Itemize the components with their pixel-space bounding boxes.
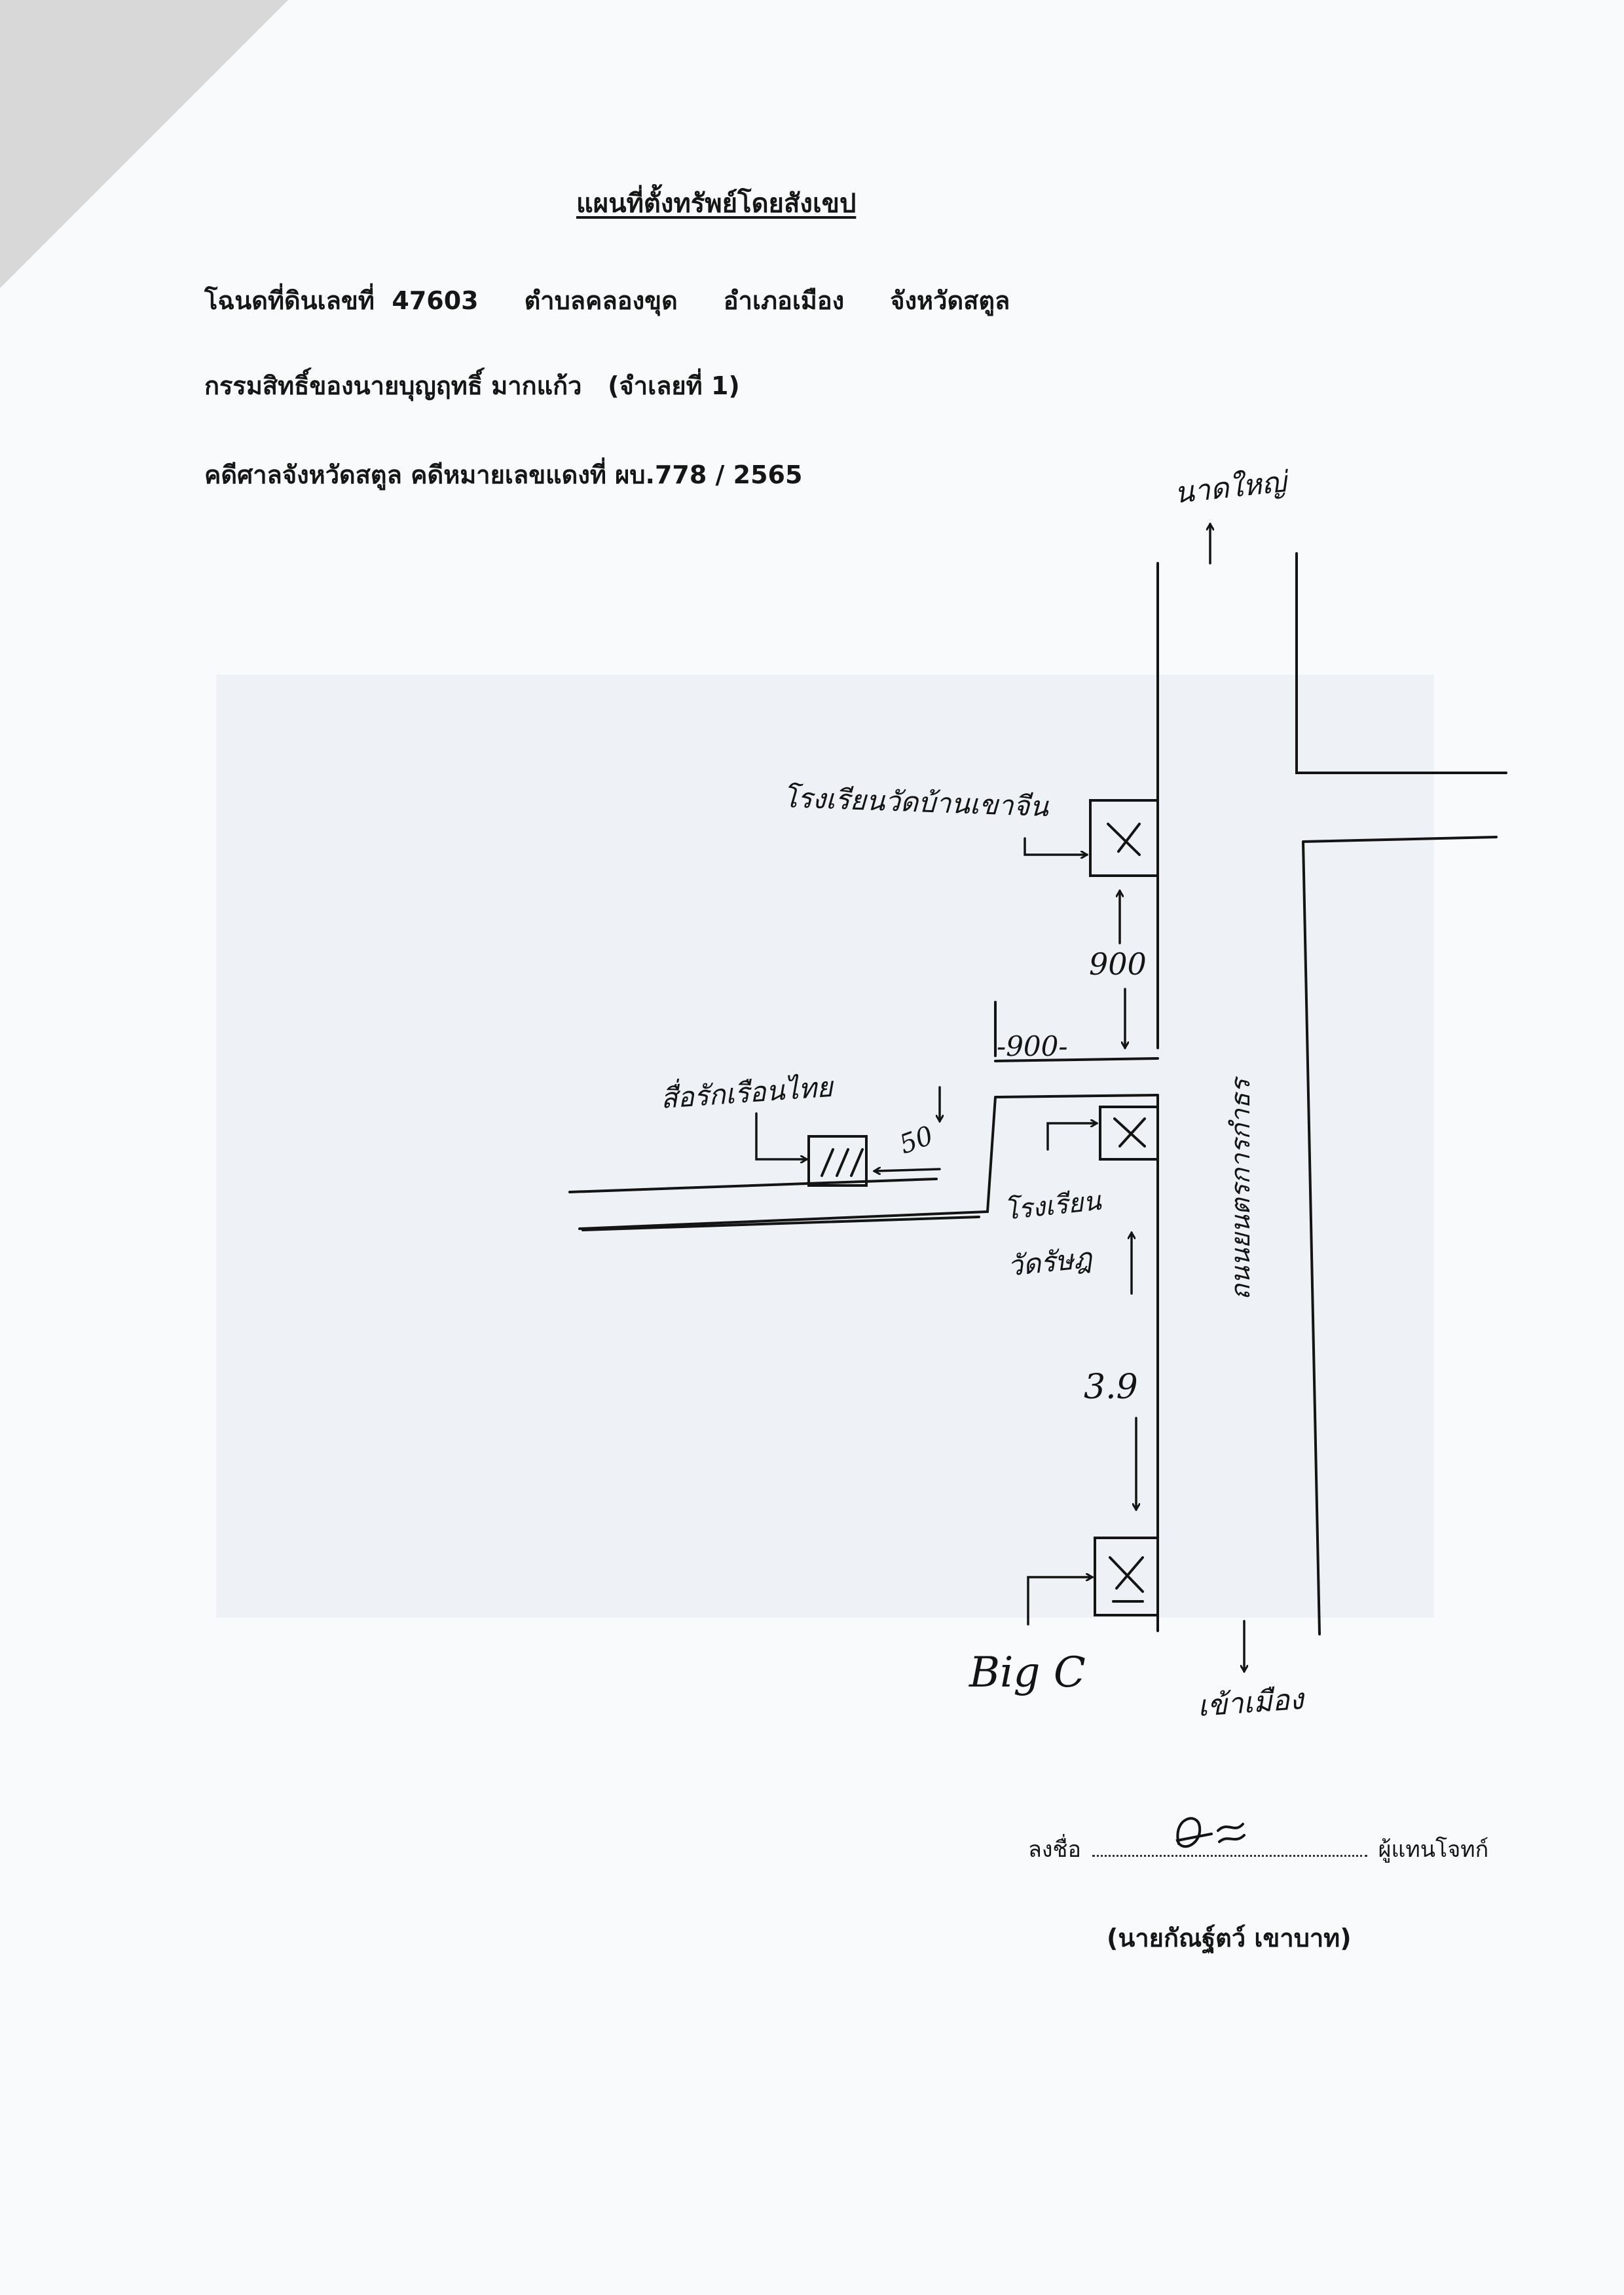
pledge: (จำเลยที่ 1) xyxy=(608,371,740,400)
arrow-shop xyxy=(755,1112,807,1159)
folded-corner xyxy=(0,0,288,288)
deed-number: 47603 xyxy=(392,286,479,315)
west-road-inner xyxy=(578,1094,1159,1230)
side-road-edge xyxy=(1302,836,1498,1635)
label-road: ถนนยนตรการกำธร xyxy=(1226,1076,1256,1300)
ownership-line: กรรมสิทธิ์ของนายบุญฤทธิ์ มากแก้ว (จำเลยท… xyxy=(204,365,740,405)
label-north: นาดใหญ่ xyxy=(1173,465,1291,510)
signer-name: (นายกัณฐ์ตว์ เขาบาท) xyxy=(1107,1924,1352,1952)
label-school: โรงเรียนวัดบ้านเขาจีน xyxy=(783,781,1050,823)
arrow-temple xyxy=(1046,1123,1097,1151)
label-south: เข้าเมือง xyxy=(1196,1683,1306,1723)
cross-mark-3 xyxy=(1109,1556,1144,1603)
signature-scribble xyxy=(1175,1817,1246,1848)
cross-mark-2 xyxy=(1113,1117,1146,1148)
arrow-small-left xyxy=(874,1169,941,1171)
court-case: คดีศาลจังหวัดสตูล คดีหมายเลขแดงที่ ผบ.77… xyxy=(204,460,803,489)
west-road-north-edge xyxy=(994,1001,1159,1062)
label-shop: สื่อรักเรือนไทย xyxy=(659,1068,836,1115)
property-box-1 xyxy=(1089,799,1159,877)
signature-line: ลงชื่อ ผู้แทนโจทก์ xyxy=(1028,1831,1488,1867)
deed-label: โฉนดที่ดินเลขที่ 47603 xyxy=(204,286,479,315)
arrow-bigc xyxy=(1027,1577,1092,1626)
west-road-lower xyxy=(581,1216,980,1231)
label-dist-mid: -900- xyxy=(997,1030,1068,1062)
label-temple1: โรงเรียน xyxy=(1003,1185,1103,1226)
property-box-2 xyxy=(1099,1106,1159,1161)
arrow-school xyxy=(1024,837,1087,855)
district: อำเภอเมือง xyxy=(723,286,845,315)
ownership: กรรมสิทธิ์ของนายบุญฤทธิ์ มากแก้ว xyxy=(204,371,582,400)
label-dist-top: 900 xyxy=(1089,946,1147,982)
label-dist-bottom: 3.9 xyxy=(1084,1368,1138,1407)
property-box-3 xyxy=(1094,1537,1159,1616)
subdistrict: ตำบลคลองขุด xyxy=(524,286,678,315)
bleed-through-photo xyxy=(216,675,1434,1618)
signature-dotted-line xyxy=(1092,1855,1367,1857)
sign-label: ลงชื่อ xyxy=(1028,1837,1081,1863)
label-temple2: วัดรัษฎ xyxy=(1006,1241,1096,1282)
label-bigc: Big C xyxy=(969,1649,1086,1697)
province: จังหวัดสตูล xyxy=(890,286,1010,315)
label-dist-small: 50 xyxy=(896,1121,938,1161)
shop-hatch xyxy=(821,1148,864,1177)
shop-box xyxy=(807,1135,868,1187)
deed-line: โฉนดที่ดินเลขที่ 47603 ตำบลคลองขุด อำเภอเม… xyxy=(204,280,1010,320)
main-road-east-edge xyxy=(1295,552,1507,774)
signer-role: ผู้แทนโจทก์ xyxy=(1378,1837,1489,1863)
cross-mark-1 xyxy=(1107,823,1141,856)
document-title: แผนที่ตั้งทรัพย์โดยสังเขป xyxy=(576,189,857,219)
west-road-south-edge xyxy=(568,1178,938,1193)
